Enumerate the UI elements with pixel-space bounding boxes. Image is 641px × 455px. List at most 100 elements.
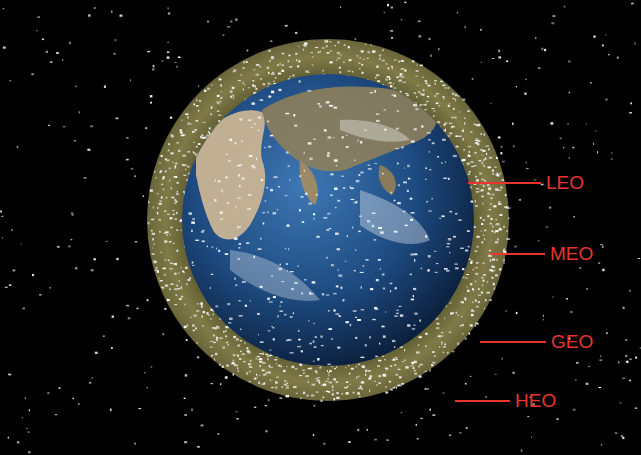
debris-dot — [470, 376, 471, 377]
debris-dot — [383, 288, 386, 290]
debris-dot — [391, 7, 393, 9]
debris-dot — [475, 176, 477, 178]
debris-dot — [309, 343, 311, 345]
debris-dot — [288, 60, 290, 62]
debris-dot — [365, 130, 367, 132]
debris-dot — [156, 267, 158, 268]
debris-dot — [478, 160, 481, 161]
debris-dot — [499, 269, 501, 270]
debris-dot — [181, 287, 182, 289]
debris-dot — [468, 259, 470, 260]
debris-dot — [110, 409, 112, 411]
debris-dot — [94, 258, 96, 260]
debris-dot — [225, 376, 228, 379]
debris-dot — [326, 381, 329, 382]
debris-dot — [177, 250, 179, 252]
debris-dot — [207, 88, 210, 90]
debris-dot — [218, 250, 220, 252]
debris-dot — [384, 12, 386, 14]
debris-dot — [447, 352, 448, 354]
debris-dot — [336, 397, 339, 399]
debris-dot — [265, 200, 267, 202]
debris-dot — [481, 196, 484, 198]
debris-dot — [600, 244, 602, 245]
debris-dot — [233, 69, 236, 71]
debris-dot — [448, 178, 450, 180]
debris-dot — [69, 42, 71, 44]
debris-dot — [385, 391, 388, 393]
debris-dot — [361, 286, 363, 288]
debris-dot — [267, 121, 269, 123]
debris-dot — [42, 39, 44, 41]
debris-dot — [501, 146, 503, 148]
debris-dot — [407, 165, 410, 167]
debris-dot — [78, 403, 80, 404]
debris-dot — [239, 358, 242, 360]
debris-dot — [257, 313, 260, 315]
debris-dot — [184, 398, 186, 399]
debris-dot — [475, 140, 478, 141]
debris-dot — [152, 253, 155, 255]
earth-land — [196, 87, 437, 301]
debris-dot — [481, 149, 483, 150]
debris-dot — [207, 21, 209, 23]
debris-dot — [279, 268, 283, 270]
debris-dot — [305, 375, 308, 376]
debris-dot — [217, 111, 220, 112]
cloud — [230, 250, 320, 301]
debris-dot — [165, 285, 167, 286]
debris-dot — [378, 360, 381, 362]
debris-dot — [457, 343, 458, 345]
debris-dot — [237, 345, 240, 347]
debris-dot — [32, 274, 34, 276]
debris-dot — [260, 365, 261, 367]
debris-dot — [236, 338, 239, 340]
debris-dot — [268, 72, 269, 74]
debris-dot — [390, 389, 393, 391]
debris-dot — [103, 335, 105, 337]
debris-dot — [55, 414, 58, 415]
debris-dot — [303, 372, 304, 374]
debris-dot — [352, 392, 354, 394]
debris-dot — [595, 130, 597, 131]
debris-dot — [272, 72, 274, 73]
debris-dot — [307, 90, 311, 92]
debris-dot — [491, 198, 493, 199]
debris-dot — [154, 260, 155, 261]
debris-dot — [168, 143, 170, 145]
debris-dot — [313, 434, 314, 436]
debris-dot — [377, 384, 378, 385]
debris-dot — [71, 213, 73, 214]
debris-dot — [248, 87, 250, 88]
debris-dot — [320, 400, 322, 402]
debris-dot — [416, 65, 418, 66]
debris-dot — [92, 377, 93, 378]
debris-dot — [157, 193, 159, 194]
debris-dot — [484, 166, 485, 167]
debris-dot — [257, 377, 258, 378]
debris-dot — [210, 347, 213, 348]
orbit-label: MEO — [550, 243, 593, 264]
debris-dot — [292, 74, 294, 76]
debris-dot — [541, 48, 543, 50]
debris-dot — [442, 85, 445, 87]
debris-dot — [258, 117, 261, 119]
debris-dot — [476, 179, 479, 182]
debris-dot — [327, 378, 329, 380]
debris-dot — [601, 444, 602, 446]
debris-dot — [334, 188, 337, 191]
debris-dot — [219, 78, 222, 80]
debris-dot — [153, 243, 154, 245]
debris-dot — [385, 368, 388, 369]
debris-dot — [493, 283, 495, 285]
debris-dot — [374, 307, 377, 309]
debris-dot — [365, 373, 366, 376]
debris-dot — [275, 387, 278, 389]
debris-dot — [444, 317, 445, 319]
debris-dot — [336, 366, 337, 368]
debris-dot — [166, 197, 168, 198]
debris-dot — [507, 238, 510, 240]
debris-dot — [487, 184, 489, 186]
debris-dot — [176, 285, 178, 287]
debris-dot — [188, 122, 190, 125]
